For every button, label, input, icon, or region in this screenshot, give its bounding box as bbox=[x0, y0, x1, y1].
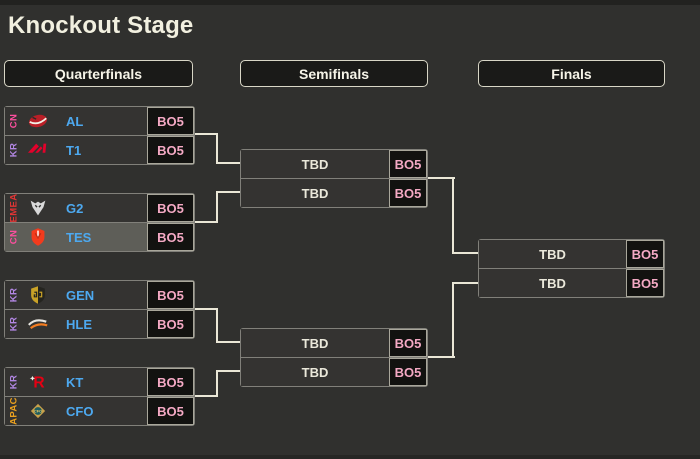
hanwha-life-esports-logo bbox=[22, 310, 54, 338]
connector-line bbox=[216, 191, 240, 193]
connector-line bbox=[195, 221, 218, 223]
match-quarterfinal-4: KR R KT BO5 APAC CFO CFO bbox=[4, 367, 195, 426]
region-tag: CN bbox=[8, 229, 19, 245]
team-row-al[interactable]: CN AL BO5 bbox=[5, 107, 194, 135]
connector-line bbox=[428, 177, 455, 179]
format-badge: BO5 bbox=[147, 136, 194, 164]
region-tag: KR bbox=[8, 287, 19, 303]
connector-line bbox=[216, 162, 240, 164]
team-row-gen[interactable]: KR GEN BO5 bbox=[5, 281, 194, 309]
tbd-row[interactable]: TBD BO5 bbox=[241, 329, 427, 357]
column-header-semifinals: Semifinals bbox=[240, 60, 428, 87]
connector-line bbox=[216, 370, 218, 397]
region-tag: KR bbox=[8, 142, 19, 158]
ctbc-flying-oyster-logo: CFO bbox=[22, 397, 54, 425]
t1-logo bbox=[22, 136, 54, 164]
tbd-row[interactable]: TBD BO5 bbox=[479, 240, 664, 268]
kt-rolster-logo: R bbox=[22, 368, 54, 396]
connector-line bbox=[452, 252, 478, 254]
team-name: TBD bbox=[301, 335, 329, 351]
connector-line bbox=[216, 370, 240, 372]
format-badge: BO5 bbox=[147, 310, 194, 338]
match-final: TBD BO5 TBD BO5 bbox=[478, 239, 665, 298]
format-badge: BO5 bbox=[147, 107, 194, 135]
bottom-edge-bar bbox=[0, 455, 700, 459]
format-badge: BO5 bbox=[147, 223, 194, 251]
match-quarterfinal-2: EMEA G2 BO5 CN TES bbox=[4, 193, 195, 252]
team-row-t1[interactable]: KR T1 BO5 bbox=[5, 135, 194, 164]
tbd-row[interactable]: TBD BO5 bbox=[241, 150, 427, 178]
connector-line bbox=[216, 341, 240, 343]
connector-line bbox=[216, 133, 218, 164]
format-badge: BO5 bbox=[626, 240, 664, 268]
svg-text:CFO: CFO bbox=[34, 410, 42, 414]
geng-logo bbox=[22, 281, 54, 309]
connector-line bbox=[195, 308, 218, 310]
connector-line bbox=[428, 356, 455, 358]
team-name: HLE bbox=[66, 316, 92, 332]
format-badge: BO5 bbox=[147, 194, 194, 222]
team-name: TBD bbox=[301, 185, 329, 201]
region-tag: KR bbox=[8, 316, 19, 332]
team-name: KT bbox=[66, 374, 84, 390]
format-badge: BO5 bbox=[147, 281, 194, 309]
column-header-label: Quarterfinals bbox=[54, 65, 143, 82]
match-semifinal-2: TBD BO5 TBD BO5 bbox=[240, 328, 428, 387]
region-tag: CN bbox=[8, 113, 19, 129]
g2-esports-logo bbox=[22, 194, 54, 222]
top-esports-logo bbox=[22, 223, 54, 251]
match-semifinal-1: TBD BO5 TBD BO5 bbox=[240, 149, 428, 208]
format-badge: BO5 bbox=[147, 368, 194, 396]
team-row-hle[interactable]: KR HLE BO5 bbox=[5, 309, 194, 338]
team-row-cfo[interactable]: APAC CFO CFO BO5 bbox=[5, 396, 194, 425]
team-name: AL bbox=[66, 113, 84, 129]
team-row-g2[interactable]: EMEA G2 BO5 bbox=[5, 193, 194, 223]
region-tag: KR bbox=[8, 374, 19, 390]
column-header-label: Semifinals bbox=[298, 65, 370, 82]
connector-line bbox=[216, 191, 218, 223]
connector-line bbox=[452, 282, 454, 358]
tbd-row[interactable]: TBD BO5 bbox=[241, 357, 427, 386]
connector-line bbox=[216, 308, 218, 343]
column-header-finals: Finals bbox=[478, 60, 665, 87]
tbd-row[interactable]: TBD BO5 bbox=[241, 178, 427, 207]
region-tag: EMEA bbox=[8, 193, 19, 223]
connector-line bbox=[195, 395, 218, 397]
team-name: TBD bbox=[301, 156, 329, 172]
team-name: CFO bbox=[66, 403, 94, 419]
connector-line bbox=[452, 282, 478, 284]
format-badge: BO5 bbox=[389, 329, 427, 357]
anyones-legend-logo bbox=[22, 107, 54, 135]
region-tag: APAC bbox=[8, 397, 19, 425]
format-badge: BO5 bbox=[626, 269, 664, 297]
team-name: GEN bbox=[66, 287, 95, 303]
tbd-row[interactable]: TBD BO5 bbox=[479, 268, 664, 297]
format-badge: BO5 bbox=[147, 397, 194, 425]
team-row-kt[interactable]: KR R KT BO5 bbox=[5, 368, 194, 396]
team-name: TBD bbox=[539, 275, 566, 291]
connector-line bbox=[195, 133, 218, 135]
match-quarterfinal-3: KR GEN BO5 KR bbox=[4, 280, 195, 339]
column-header-quarterfinals: Quarterfinals bbox=[4, 60, 193, 87]
team-name: T1 bbox=[66, 142, 82, 158]
team-name: TES bbox=[66, 229, 92, 245]
top-edge-bar bbox=[0, 0, 700, 5]
team-name: TBD bbox=[539, 246, 566, 262]
svg-text:R: R bbox=[33, 375, 44, 392]
format-badge: BO5 bbox=[389, 179, 427, 207]
team-name: TBD bbox=[301, 364, 329, 380]
format-badge: BO5 bbox=[389, 150, 427, 178]
match-quarterfinal-1: CN AL BO5 KR bbox=[4, 106, 195, 165]
column-header-label: Finals bbox=[551, 65, 592, 82]
format-badge: BO5 bbox=[389, 358, 427, 386]
team-row-tes[interactable]: CN TES BO5 bbox=[5, 222, 194, 251]
connector-line bbox=[452, 177, 454, 254]
page-title: Knockout Stage bbox=[8, 12, 194, 39]
team-name: G2 bbox=[66, 200, 84, 216]
